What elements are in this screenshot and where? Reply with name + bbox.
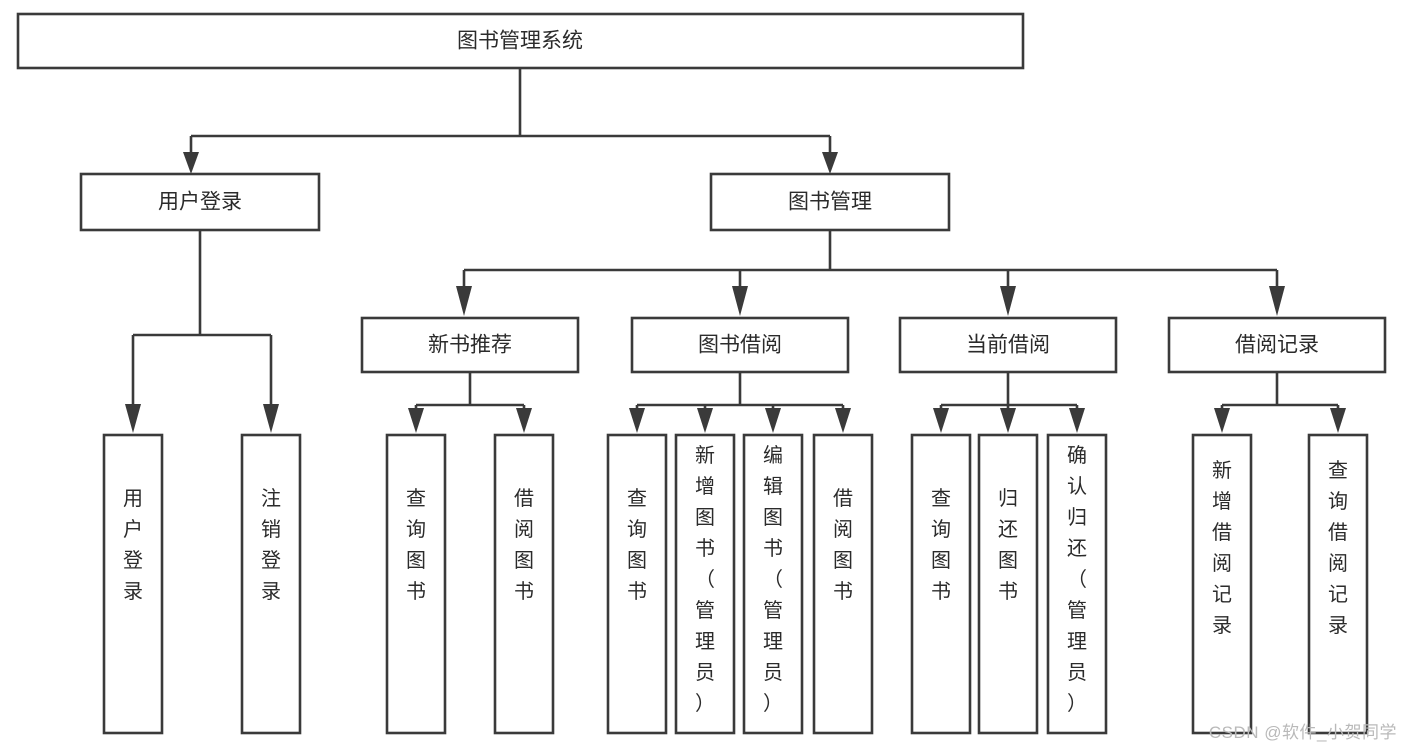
leaf-node-user-login[interactable]: 用户登录 [102,433,164,735]
leaf-node-edit-book[interactable]: 编辑图书（管理员） [742,433,804,735]
leaf-query-book-3-label: 查询图书 [931,487,951,603]
node-new-book-recommend-label: 新书推荐 [428,334,512,357]
arrow-head-leaf-query-record [1330,408,1346,433]
node-root-label: 图书管理系统 [457,30,583,53]
node-borrow-record-box[interactable] [1167,316,1387,374]
leaf-node-add-record[interactable]: 新增借阅记录 [1191,433,1253,735]
arrow-head-borrow-record [1269,286,1285,316]
leaf-edit-book-label: 编辑图书（管理员） [763,444,783,715]
leaf-query-book-1-box[interactable] [385,433,447,735]
arrow-head-user-login [183,152,199,174]
leaf-logout-box[interactable] [240,433,302,735]
leaf-borrow-book-1-label: 借阅图书 [514,487,534,603]
leaf-add-book-label: 新增图书（管理员） [695,444,715,715]
arrow-head-leaf-add-book [697,408,713,433]
node-book-manage-box[interactable] [709,172,951,232]
node-book-manage[interactable]: 图书管理 [709,172,951,232]
arrow-head-book-borrow [732,286,748,316]
watermark: CSDN @软件_小贺同学 [1208,723,1397,742]
leaf-query-book-3-box[interactable] [910,433,972,735]
leaf-node-borrow-book-2[interactable]: 借阅图书 [812,433,874,735]
leaf-node-confirm-return[interactable]: 确认归还（管理员） [1046,433,1108,735]
arrow-head-leaf-borrow-book-1 [516,408,532,433]
leaf-return-book-label: 归还图书 [998,487,1018,603]
leaf-node-query-record[interactable]: 查询借阅记录 [1307,433,1369,735]
leaf-node-add-book[interactable]: 新增图书（管理员） [674,433,736,735]
node-borrow-record[interactable]: 借阅记录 [1167,316,1387,374]
arrow-head-leaf-edit-book [765,408,781,433]
node-user-login-label: 用户登录 [158,191,242,214]
node-new-book-recommend-box[interactable] [360,316,580,374]
leaf-node-return-book[interactable]: 归还图书 [977,433,1039,735]
node-book-manage-label: 图书管理 [788,191,872,214]
node-borrow-record-label: 借阅记录 [1235,334,1319,357]
node-book-borrow[interactable]: 图书借阅 [630,316,850,374]
node-book-borrow-label: 图书借阅 [698,334,782,357]
leaf-return-book-box[interactable] [977,433,1039,735]
leaf-add-record-box[interactable] [1191,433,1253,735]
leaf-borrow-book-2-box[interactable] [812,433,874,735]
leaf-confirm-return-box[interactable] [1046,433,1108,735]
leaf-borrow-book-2-label: 借阅图书 [833,487,853,603]
arrow-head-new-book-recommend [456,286,472,316]
node-user-login[interactable]: 用户登录 [79,172,321,232]
node-root-box[interactable] [16,12,1025,70]
arrow-head-leaf-borrow-book-2 [835,408,851,433]
arrow-head-leaf-query-book-3 [933,408,949,433]
leaf-confirm-return-label: 确认归还（管理员） [1067,444,1087,715]
leaf-query-record-box[interactable] [1307,433,1369,735]
leaf-edit-book-box[interactable] [742,433,804,735]
arrow-head-leaf-confirm-return [1069,408,1085,433]
node-book-borrow-box[interactable] [630,316,850,374]
arrow-head-leaf-logout [263,404,279,433]
leaf-query-book-2-label: 查询图书 [627,487,647,603]
arrow-head-current-borrow [1000,286,1016,316]
node-new-book-recommend[interactable]: 新书推荐 [360,316,580,374]
arrow-head-book-manage [822,152,838,174]
leaf-borrow-book-1-box[interactable] [493,433,555,735]
arrow-head-leaf-user-login [125,404,141,433]
leaf-query-book-2-box[interactable] [606,433,668,735]
arrow-head-leaf-add-record [1214,408,1230,433]
leaf-node-borrow-book-1[interactable]: 借阅图书 [493,433,555,735]
leaf-user-login-box[interactable] [102,433,164,735]
arrow-head-leaf-query-book-2 [629,408,645,433]
leaf-node-query-book-2[interactable]: 查询图书 [606,433,668,735]
arrow-head-leaf-query-book-1 [408,408,424,433]
node-current-borrow[interactable]: 当前借阅 [898,316,1118,374]
leaf-query-record-label: 查询借阅记录 [1328,459,1348,637]
leaf-node-logout[interactable]: 注销登录 [240,433,302,735]
node-current-borrow-box[interactable] [898,316,1118,374]
leaf-add-book-box[interactable] [674,433,736,735]
leaf-add-record-label: 新增借阅记录 [1212,459,1232,637]
leaf-query-book-1-label: 查询图书 [406,487,426,603]
node-current-borrow-label: 当前借阅 [966,334,1050,357]
leaf-user-login-label: 用户登录 [123,488,143,603]
node-root[interactable]: 图书管理系统 [16,12,1025,70]
leaf-logout-label: 注销登录 [261,487,281,603]
arrow-head-leaf-return-book [1000,408,1016,433]
leaf-node-query-book-3[interactable]: 查询图书 [910,433,972,735]
leaf-node-query-book-1[interactable]: 查询图书 [385,433,447,735]
